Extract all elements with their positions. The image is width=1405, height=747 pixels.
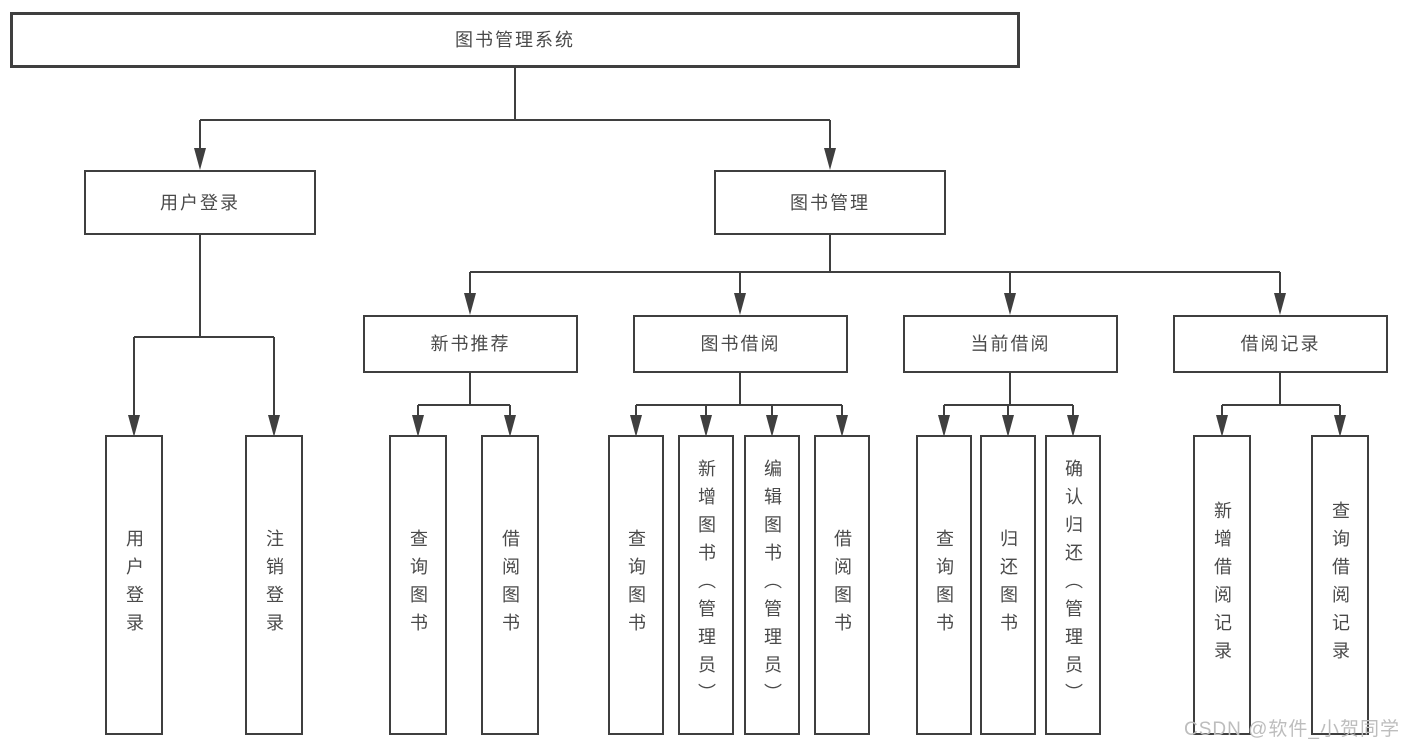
arrow-icon bbox=[766, 415, 778, 437]
leaf-confirm-return-admin: 确认归还（管理员） bbox=[1045, 435, 1101, 735]
arrow-icon bbox=[1004, 293, 1016, 315]
arrowheads bbox=[128, 148, 1346, 437]
leaf-borrow-books-2: 借阅图书 bbox=[814, 435, 870, 735]
arrow-icon bbox=[412, 415, 424, 437]
root-node-library-system: 图书管理系统 bbox=[10, 12, 1020, 68]
arrow-icon bbox=[1067, 415, 1079, 437]
leaf-add-borrow-record: 新增借阅记录 bbox=[1193, 435, 1251, 735]
leaf-label: 编辑图书（管理员） bbox=[762, 459, 782, 711]
leaf-label: 借阅图书 bbox=[832, 529, 852, 641]
csdn-watermark: CSDN @软件_小贺同学 bbox=[1184, 719, 1400, 740]
tree-connector-path bbox=[133, 68, 1341, 433]
leaf-logout: 注销登录 bbox=[245, 435, 303, 735]
leaf-edit-book-admin: 编辑图书（管理员） bbox=[744, 435, 800, 735]
leaf-label: 查询借阅记录 bbox=[1330, 501, 1350, 669]
branch-book-management: 图书管理 bbox=[714, 170, 946, 235]
arrow-icon bbox=[1274, 293, 1286, 315]
leaf-label: 新增借阅记录 bbox=[1212, 501, 1232, 669]
leaf-label: 用户登录 bbox=[124, 529, 144, 641]
arrow-icon bbox=[1002, 415, 1014, 437]
arrow-icon bbox=[268, 415, 280, 437]
arrow-icon bbox=[630, 415, 642, 437]
arrow-icon bbox=[1334, 415, 1346, 437]
leaf-label: 确认归还（管理员） bbox=[1063, 459, 1083, 711]
arrow-icon bbox=[700, 415, 712, 437]
arrow-icon bbox=[504, 415, 516, 437]
arrow-icon bbox=[734, 293, 746, 315]
leaf-borrow-books-1: 借阅图书 bbox=[481, 435, 539, 735]
arrow-icon bbox=[464, 293, 476, 315]
leaf-query-books-1: 查询图书 bbox=[389, 435, 447, 735]
leaf-query-borrow-record: 查询借阅记录 bbox=[1311, 435, 1369, 735]
leaf-label: 查询图书 bbox=[408, 529, 428, 641]
arrow-icon bbox=[824, 148, 836, 170]
arrow-icon bbox=[128, 415, 140, 437]
leaf-label: 归还图书 bbox=[998, 529, 1018, 641]
category-new-book-recommend: 新书推荐 bbox=[363, 315, 578, 373]
branch-user-login: 用户登录 bbox=[84, 170, 316, 235]
category-current-borrow: 当前借阅 bbox=[903, 315, 1118, 373]
category-book-borrow: 图书借阅 bbox=[633, 315, 848, 373]
leaf-label: 查询图书 bbox=[626, 529, 646, 641]
arrow-icon bbox=[194, 148, 206, 170]
leaf-query-books-2: 查询图书 bbox=[608, 435, 664, 735]
leaf-query-books-3: 查询图书 bbox=[916, 435, 972, 735]
leaf-user-login: 用户登录 bbox=[105, 435, 163, 735]
arrow-icon bbox=[836, 415, 848, 437]
leaf-label: 查询图书 bbox=[934, 529, 954, 641]
leaf-label: 注销登录 bbox=[264, 529, 284, 641]
leaf-return-book: 归还图书 bbox=[980, 435, 1036, 735]
category-borrow-records: 借阅记录 bbox=[1173, 315, 1388, 373]
arrow-icon bbox=[938, 415, 950, 437]
leaf-label: 新增图书（管理员） bbox=[696, 459, 716, 711]
arrow-icon bbox=[1216, 415, 1228, 437]
leaf-label: 借阅图书 bbox=[500, 529, 520, 641]
leaf-add-book-admin: 新增图书（管理员） bbox=[678, 435, 734, 735]
